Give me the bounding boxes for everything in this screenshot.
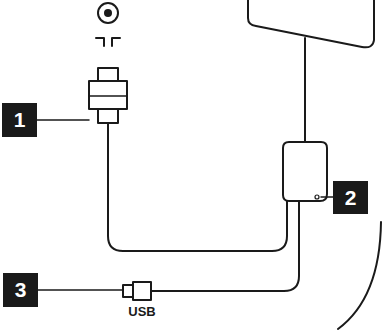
panel-outline xyxy=(248,0,374,47)
connector-body xyxy=(89,81,127,109)
usb-cable xyxy=(151,201,299,291)
socket-symbol xyxy=(98,3,118,23)
coax-cable xyxy=(108,123,287,251)
usb-tip xyxy=(123,285,133,297)
cable xyxy=(304,38,306,142)
antenna-symbol xyxy=(96,38,120,46)
indicator-led xyxy=(315,195,319,199)
leader-line xyxy=(321,196,333,198)
callout-number: 1 xyxy=(2,103,37,137)
leader-line xyxy=(37,119,89,121)
leader-line xyxy=(38,289,123,291)
connector-groove xyxy=(89,95,127,97)
module-box xyxy=(283,142,327,201)
usb-plug xyxy=(133,282,151,300)
callout-number: 3 xyxy=(3,273,38,307)
connector-label: USB xyxy=(128,304,155,319)
socket-pin xyxy=(104,9,112,17)
connector-tip xyxy=(98,68,118,81)
connector-sleeve xyxy=(98,109,118,123)
housing-arc xyxy=(338,222,381,329)
callout-number: 2 xyxy=(333,181,368,214)
